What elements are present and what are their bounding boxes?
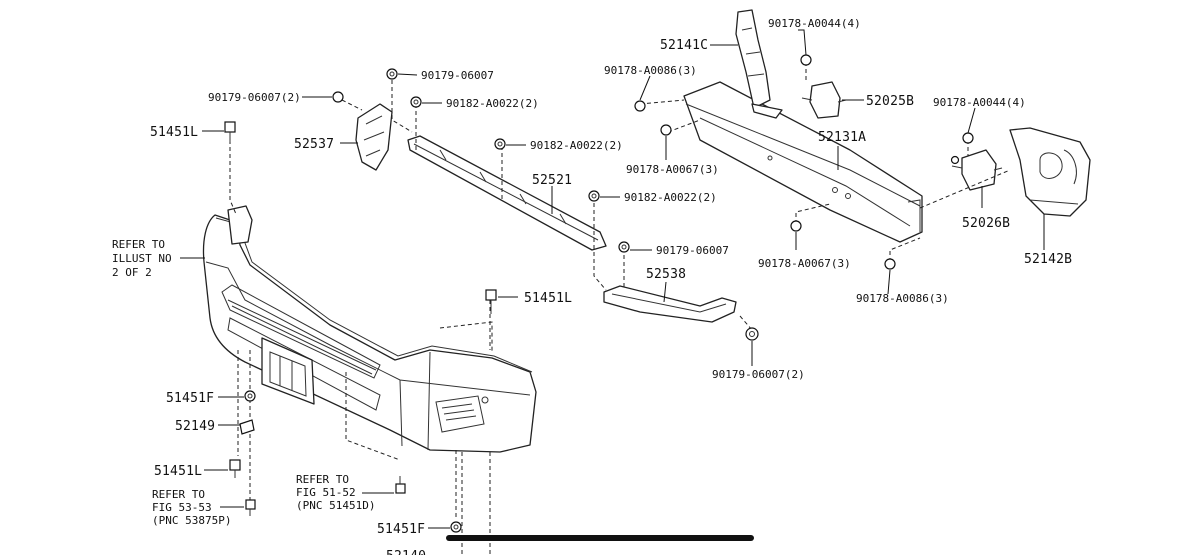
bolt-icon-fig53 xyxy=(245,499,256,516)
lower-support-52521 xyxy=(407,135,607,251)
retainer-52026B xyxy=(950,149,1003,191)
nut-icon-90179-low xyxy=(745,327,759,341)
label-52025B: 52025B xyxy=(866,94,914,109)
label-52537: 52537 xyxy=(294,137,334,152)
bolt-icon-fig51 xyxy=(395,476,406,494)
bolt-icon-51451L-low xyxy=(229,459,241,478)
leader-lines xyxy=(180,29,1045,529)
labels: 52141C 90178-A0044(4) 90178-A0086(3) 520… xyxy=(112,17,1072,555)
bumper-cover xyxy=(202,205,537,453)
label-51451F-bottom: 51451F xyxy=(377,522,425,537)
label-90178-A0067-upper: 90178-A0067(3) xyxy=(626,163,719,176)
nut-icon-90178-A0044-right xyxy=(962,132,974,144)
label-52142B: 52142B xyxy=(1024,252,1072,267)
nut-icon-90178-A0086-top xyxy=(634,100,646,112)
ref-fig53-line1: REFER TO xyxy=(152,488,205,501)
nut-icon-90178-A0044-top xyxy=(800,54,812,66)
label-52140-partial: 52140 xyxy=(386,549,426,555)
nut-icon-90182-b xyxy=(494,138,506,150)
bolt-icon-51451L-left xyxy=(224,121,236,142)
lower-retainer-52538 xyxy=(603,285,737,323)
label-51451L-left: 51451L xyxy=(150,125,198,140)
label-52131A: 52131A xyxy=(818,130,866,145)
side-retainer-52537 xyxy=(355,103,393,171)
fasteners xyxy=(224,54,974,533)
ref-fig51-line2: FIG 51-52 xyxy=(296,486,356,499)
ref-fig51-line3: (PNC 51451D) xyxy=(296,499,375,512)
ref-illust-line2: ILLUST NO xyxy=(112,252,172,265)
bolt-icon-51451L-mid xyxy=(485,289,497,314)
label-90178-A0044-top: 90178-A0044(4) xyxy=(768,17,861,30)
ref-illust-line1: REFER TO xyxy=(112,238,165,251)
side-bracket-52142B xyxy=(1009,127,1091,217)
nut-icon-90178-A0067-upper xyxy=(660,124,672,136)
nut-icon-90178-A0067-lower xyxy=(790,220,802,232)
label-90179-06007-low: 90179-06007(2) xyxy=(712,368,805,381)
label-51451F-left: 51451F xyxy=(166,391,214,406)
label-90178-A0086-top: 90178-A0086(3) xyxy=(604,64,697,77)
label-52521: 52521 xyxy=(532,173,572,188)
label-51451L-low: 51451L xyxy=(154,464,202,479)
label-52149: 52149 xyxy=(175,419,215,434)
scroll-indicator-bar xyxy=(446,535,754,541)
clip-icon-52149 xyxy=(239,419,255,435)
ref-fig53-line2: FIG 53-53 xyxy=(152,501,212,514)
label-52141C: 52141C xyxy=(660,38,708,53)
nut-icon-90179-left xyxy=(332,91,344,103)
retainer-52025B xyxy=(801,81,847,119)
label-90179-06007-top: 90179-06007 xyxy=(421,69,494,82)
label-90182-A0022-b: 90182-A0022(2) xyxy=(530,139,623,152)
clip-icon-51451F-left xyxy=(244,390,256,402)
clip-icon-51451F-bottom xyxy=(450,521,462,533)
nut-icon-90182-c xyxy=(588,190,600,202)
label-90178-A0086-lower: 90178-A0086(3) xyxy=(856,292,949,305)
nut-icon-90179-mid xyxy=(618,241,630,253)
ref-illust-line3: 2 OF 2 xyxy=(112,266,152,279)
label-90178-A0067-lower: 90178-A0067(3) xyxy=(758,257,851,270)
label-90179-06007-mid: 90179-06007 xyxy=(656,244,729,257)
bumper-reinforcement xyxy=(683,81,923,243)
nut-icon-90179-top xyxy=(386,68,398,80)
label-52026B: 52026B xyxy=(962,216,1010,231)
nut-icon-90178-A0086-lower xyxy=(884,258,896,270)
label-51451L-mid: 51451L xyxy=(524,291,572,306)
label-90179-06007-left: 90179-06007(2) xyxy=(208,91,301,104)
nut-icon-90182-a xyxy=(410,96,422,108)
label-90182-A0022-a: 90182-A0022(2) xyxy=(446,97,539,110)
ref-fig51-line1: REFER TO xyxy=(296,473,349,486)
label-90178-A0044-right: 90178-A0044(4) xyxy=(933,96,1026,109)
arm-bracket-52141C xyxy=(735,9,783,119)
label-52538: 52538 xyxy=(646,267,686,282)
ref-fig53-line3: (PNC 53875P) xyxy=(152,514,231,527)
label-90182-A0022-c: 90182-A0022(2) xyxy=(624,191,717,204)
